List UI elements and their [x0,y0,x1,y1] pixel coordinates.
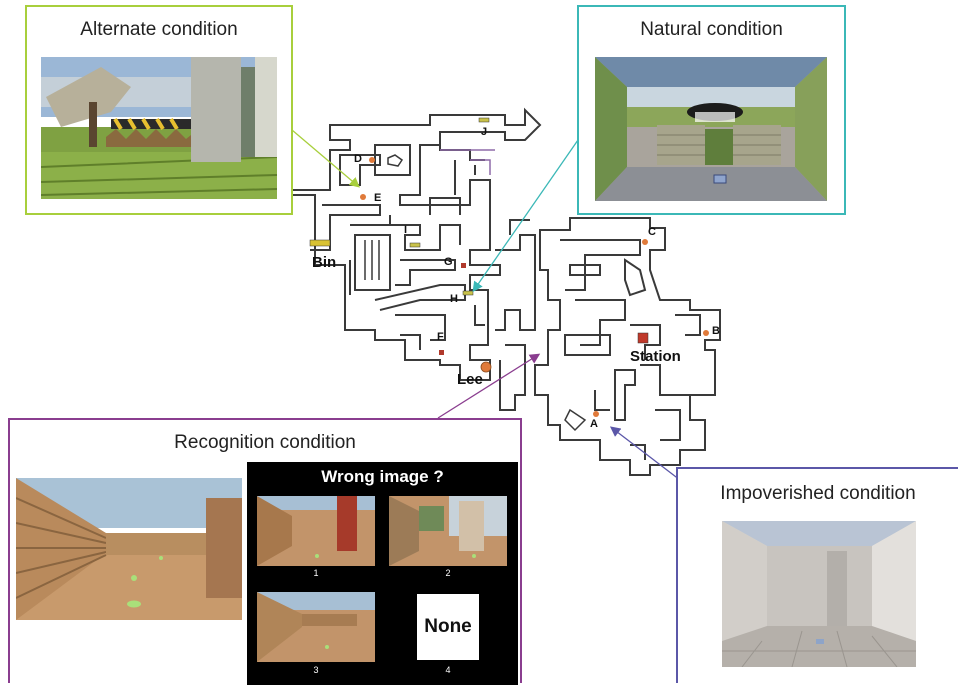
landmark-label-I: I [404,224,408,236]
landmark-label-A: A [590,418,598,430]
landmark-label-B: B [712,325,720,337]
option-4-number: 4 [445,665,451,675]
landmark-dot-C [642,239,648,245]
recognition-panel: Recognition condition Wrong image ? 1 [8,418,522,685]
landmark-label-H: H [450,293,458,305]
recognition-title: Recognition condition [174,432,356,453]
landmark-label-J: J [481,126,488,138]
alternate-panel: Alternate condition [25,5,293,215]
landmark-lee-marker [480,361,492,373]
recognition-scene-image [16,478,242,620]
option-3-number: 3 [313,665,319,675]
option-3-image[interactable] [257,592,375,662]
maze-walls [291,107,721,476]
landmark-label-F: F [437,331,444,343]
landmarks [309,117,709,417]
impoverished-title: Impoverished condition [720,483,916,504]
place-label-bin: Bin [312,254,337,271]
option-2-image[interactable] [389,496,507,566]
maze-walls-north [387,149,495,175]
landmark-dot-F [439,350,444,355]
landmark-dot-A [593,411,599,417]
landmark-label-C: C [648,226,656,238]
landmark-dot-D [369,157,375,163]
landmark-station-marker [637,332,649,344]
impoverished-panel: Impoverished condition [676,467,958,683]
natural-title: Natural condition [640,19,783,40]
natural-panel: Natural condition [577,5,846,215]
place-label-lee: Lee [457,371,483,388]
landmark-dot-H [462,290,474,296]
option-none-button[interactable]: None [417,594,479,660]
landmark-label-D: D [354,153,362,165]
landmark-dot-I [409,242,421,248]
alternate-title: Alternate condition [80,19,238,40]
landmark-dot-J [478,117,490,123]
alternate-scene-image [41,57,277,199]
option-1-number: 1 [313,568,319,578]
landmark-dot-E [360,194,366,200]
recognition-arrow [437,353,541,419]
place-label-station: Station [630,348,681,365]
landmark-label-G: G [444,256,453,268]
recognition-question: Wrong image ? [321,467,444,486]
impoverished-scene-image [722,521,916,667]
alternate-arrow [291,129,360,188]
option-2-number: 2 [445,568,451,578]
landmark-label-E: E [374,192,382,204]
recognition-choice-board: Wrong image ? 1 2 [247,462,518,685]
option-1-image[interactable] [257,496,375,566]
impoverished-arrow [609,426,681,481]
natural-arrow [472,139,579,293]
natural-scene-image [595,57,827,201]
landmark-dot-G [461,263,466,268]
landmark-bin-marker [309,239,331,247]
landmark-dot-B [703,330,709,336]
